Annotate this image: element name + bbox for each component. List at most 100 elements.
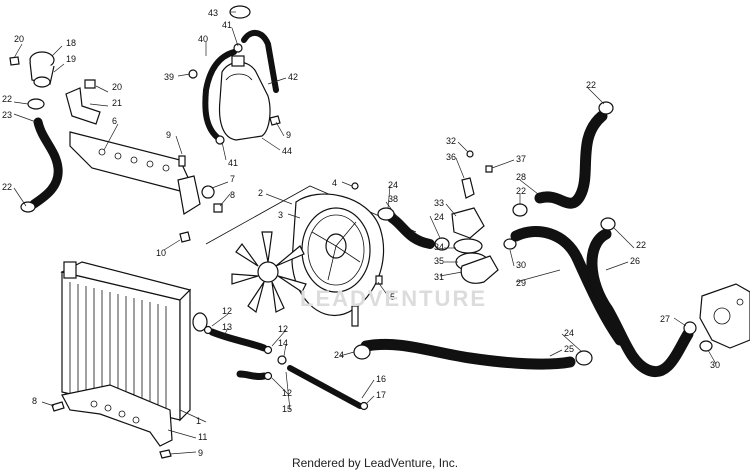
callout-28: 28 — [516, 172, 526, 182]
footer-credit: Rendered by LeadVenture, Inc. — [291, 456, 459, 470]
callout-22: 22 — [2, 94, 12, 104]
callout-2: 2 — [258, 188, 263, 198]
clamp-27 — [683, 321, 697, 335]
clamp-22-lower-left — [20, 201, 36, 213]
callout-13: 13 — [222, 322, 232, 332]
callout-20: 20 — [112, 82, 122, 92]
callout-11: 11 — [198, 432, 207, 442]
screw-5 — [375, 275, 383, 285]
sensor-37 — [485, 165, 493, 173]
clamp-17 — [359, 401, 369, 411]
callout-12: 12 — [222, 306, 232, 316]
thermostat-housing — [451, 177, 499, 284]
callout-37: 37 — [516, 154, 526, 164]
callout-22: 22 — [636, 240, 646, 250]
coolant-reservoir — [218, 55, 271, 141]
callout-8: 8 — [230, 190, 235, 200]
callout-17: 17 — [376, 390, 386, 400]
clamp-12-b — [263, 345, 273, 355]
radiator — [60, 261, 208, 422]
callout-3: 3 — [278, 210, 283, 220]
callout-15: 15 — [282, 404, 292, 414]
clamp-12-c — [263, 371, 273, 381]
callout-41: 41 — [228, 158, 238, 168]
callout-24: 24 — [564, 328, 574, 338]
callout-1: 1 — [196, 416, 201, 426]
callout-22: 22 — [2, 182, 12, 192]
callout-22: 22 — [516, 186, 526, 196]
callout-9: 9 — [166, 130, 171, 140]
callout-30: 30 — [710, 360, 720, 370]
clamp-22-upper-left — [27, 98, 45, 110]
thermostat-housing-top-left — [29, 51, 55, 88]
callout-39: 39 — [164, 72, 174, 82]
bolt-20-bracket — [84, 79, 96, 89]
clamp-39 — [188, 69, 198, 79]
clamp-24-lower-right — [575, 350, 593, 366]
clamp-41-upper — [233, 43, 243, 53]
callout-26: 26 — [630, 256, 640, 266]
bolt-9-reservoir — [269, 115, 281, 126]
callout-25: 25 — [564, 344, 574, 354]
clamp-22-right-mid — [512, 203, 528, 217]
callout-12: 12 — [282, 388, 292, 398]
clamp-24-mid — [434, 237, 450, 251]
callout-34: 34 — [434, 242, 444, 252]
callout-7: 7 — [230, 174, 235, 184]
callout-4: 4 — [332, 178, 337, 188]
callout-12: 12 — [278, 324, 288, 334]
clip-10 — [179, 231, 191, 243]
callout-24: 24 — [434, 212, 444, 222]
watermark: LEADVENTURE — [300, 286, 488, 311]
clamp-22-right-top — [598, 101, 614, 115]
callout-9: 9 — [198, 448, 203, 458]
nut-4 — [351, 182, 359, 190]
callout-6: 6 — [112, 116, 117, 126]
callout-41: 41 — [222, 20, 232, 30]
bolt-8-lower — [51, 401, 65, 412]
callout-30: 30 — [516, 260, 526, 270]
bolt-9-bracket — [178, 155, 186, 167]
water-pump-housing — [699, 283, 750, 349]
callout-5: 5 — [390, 292, 395, 302]
callout-40: 40 — [198, 34, 208, 44]
callout-labels: 20 18 19 20 21 22 23 6 22 43 41 40 39 42… — [2, 8, 720, 458]
callout-18: 18 — [66, 38, 76, 48]
callout-43: 43 — [208, 8, 218, 18]
cooling-fan-shroud — [291, 193, 385, 327]
callout-20: 20 — [14, 34, 24, 44]
callout-33: 33 — [434, 198, 444, 208]
lower-bracket — [61, 384, 173, 447]
callout-9: 9 — [286, 130, 291, 140]
callout-36: 36 — [446, 152, 456, 162]
clamp-24-upper — [377, 207, 395, 221]
callout-21: 21 — [112, 98, 122, 108]
callout-14: 14 — [278, 338, 288, 348]
clamp-30-upper — [503, 238, 517, 250]
callout-44: 44 — [282, 146, 292, 156]
callout-24: 24 — [388, 180, 398, 190]
leader-lines — [13, 11, 717, 455]
callout-29: 29 — [516, 278, 526, 288]
callout-35: 35 — [434, 256, 444, 266]
bracket-21 — [65, 87, 101, 125]
tee-14 — [277, 355, 287, 365]
callout-19: 19 — [66, 54, 76, 64]
callout-8: 8 — [32, 396, 37, 406]
clamp-24-lower-left — [353, 344, 371, 360]
callout-24: 24 — [334, 350, 344, 360]
callout-16: 16 — [376, 374, 386, 384]
bolt-32 — [466, 150, 474, 158]
callout-32: 32 — [446, 136, 456, 146]
clamp-41-lower — [215, 135, 225, 145]
fan-blade — [231, 231, 307, 314]
clamp-12-a — [203, 325, 213, 335]
callout-42: 42 — [288, 72, 298, 82]
bolt-20-top-left — [9, 56, 20, 66]
upper-bracket — [69, 131, 201, 215]
clamp-30-lower — [699, 340, 713, 352]
clamp-22-right-lower — [600, 217, 616, 231]
callout-22: 22 — [586, 80, 596, 90]
callout-10: 10 — [156, 248, 166, 258]
